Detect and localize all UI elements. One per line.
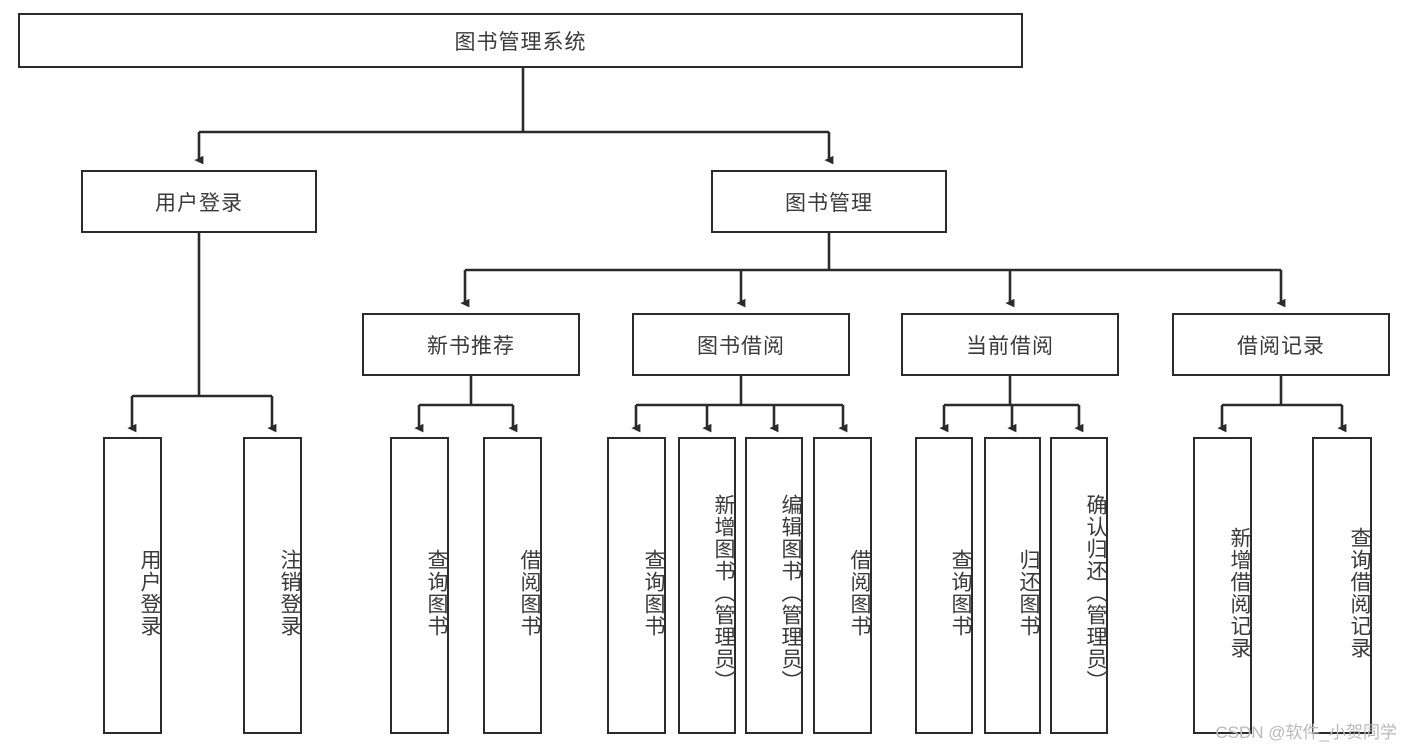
leaf-current-confirm-return-admin[interactable]: 确认归还（管理员） xyxy=(1050,437,1108,734)
leaf-borrow-edit-book-admin[interactable]: 编辑图书（管理员） xyxy=(745,437,803,734)
leaf-recommend-query-book[interactable]: 查询图书 xyxy=(390,437,449,734)
leaf-user-logout[interactable]: 注销登录 xyxy=(243,437,302,734)
node-current-borrow[interactable]: 当前借阅 xyxy=(901,313,1119,376)
leaf-record-query-borrow-record[interactable]: 查询借阅记录 xyxy=(1312,437,1372,734)
node-user-login[interactable]: 用户登录 xyxy=(81,170,317,233)
leaf-record-add-borrow-record[interactable]: 新增借阅记录 xyxy=(1193,437,1252,734)
node-root-system[interactable]: 图书管理系统 xyxy=(18,13,1023,68)
leaf-user-login[interactable]: 用户登录 xyxy=(103,437,162,734)
leaf-current-return-book[interactable]: 归还图书 xyxy=(984,437,1041,734)
node-book-management[interactable]: 图书管理 xyxy=(711,170,947,233)
node-new-book-recommend[interactable]: 新书推荐 xyxy=(362,313,580,376)
leaf-borrow-query-book[interactable]: 查询图书 xyxy=(607,437,666,734)
leaf-borrow-borrow-book[interactable]: 借阅图书 xyxy=(813,437,872,734)
leaf-recommend-borrow-book[interactable]: 借阅图书 xyxy=(483,437,542,734)
leaf-borrow-add-book-admin[interactable]: 新增图书（管理员） xyxy=(678,437,736,734)
node-book-borrow[interactable]: 图书借阅 xyxy=(632,313,850,376)
leaf-current-query-book[interactable]: 查询图书 xyxy=(915,437,973,734)
node-borrow-record[interactable]: 借阅记录 xyxy=(1172,313,1390,376)
